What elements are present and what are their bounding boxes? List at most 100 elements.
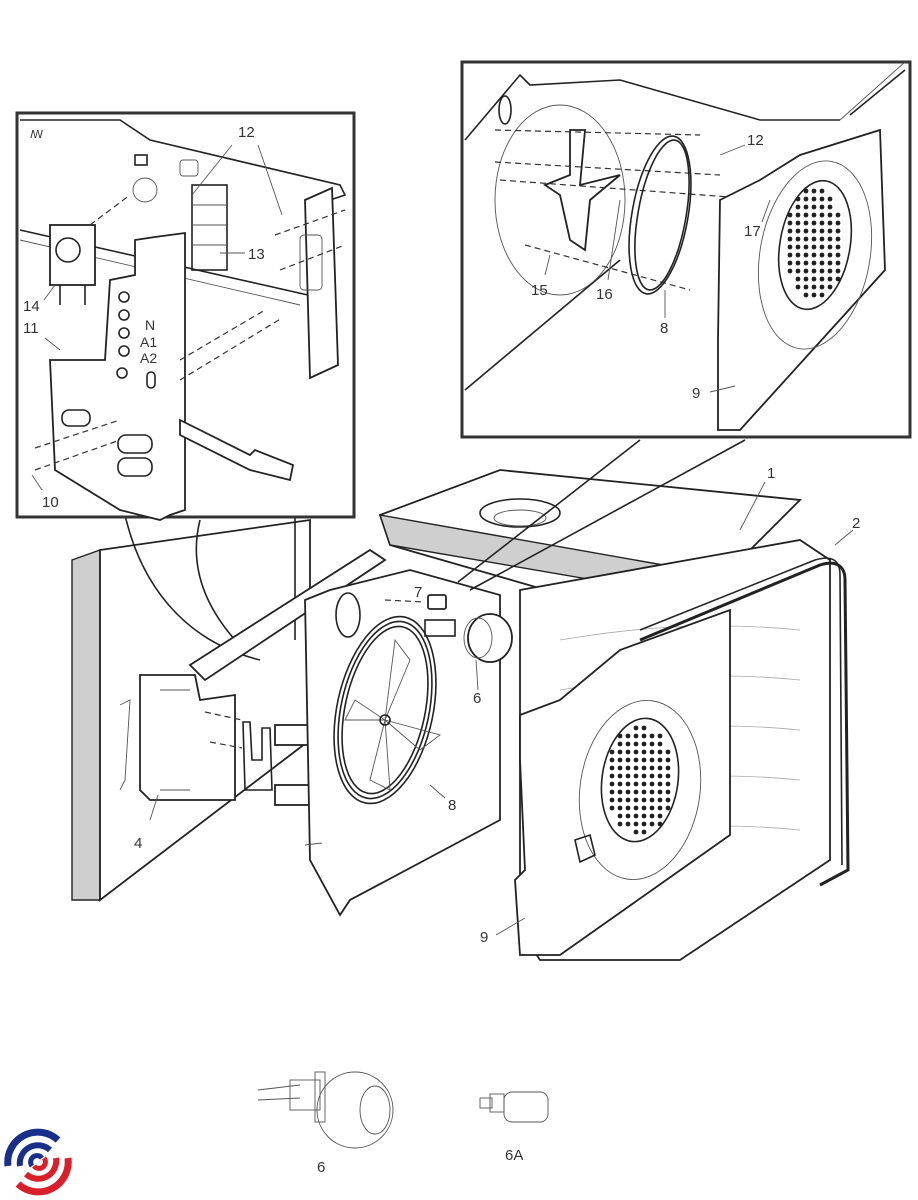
inset-right-label-12: 12 bbox=[747, 132, 764, 149]
grille-hole bbox=[617, 789, 623, 795]
grille-hole bbox=[641, 749, 647, 755]
grille-hole bbox=[787, 220, 793, 226]
grille-hole bbox=[633, 797, 639, 803]
grille-hole bbox=[811, 212, 817, 218]
grille-hole bbox=[795, 236, 801, 242]
grille-hole bbox=[641, 813, 647, 819]
grille-hole bbox=[625, 733, 631, 739]
grille-hole bbox=[649, 749, 655, 755]
inset-label-13: 13 bbox=[248, 246, 265, 263]
grille-hole bbox=[657, 749, 663, 755]
grille-hole bbox=[657, 765, 663, 771]
fan-blade bbox=[543, 129, 621, 252]
grille-hole bbox=[787, 244, 793, 250]
grille-hole bbox=[803, 236, 809, 242]
grille-hole bbox=[657, 781, 663, 787]
grille-hole bbox=[835, 212, 841, 218]
grille-hole bbox=[819, 220, 825, 226]
grille-hole bbox=[657, 773, 663, 779]
grille-hole bbox=[665, 781, 671, 787]
grille-hole bbox=[625, 797, 631, 803]
terminal-block bbox=[191, 184, 228, 271]
fan-grille-inset bbox=[787, 188, 841, 298]
grille-hole bbox=[819, 212, 825, 218]
brand-logo bbox=[4, 1128, 72, 1196]
grille-hole bbox=[633, 741, 639, 747]
grille-hole bbox=[827, 212, 833, 218]
grille-hole bbox=[657, 757, 663, 763]
grille-hole bbox=[617, 813, 623, 819]
grille-hole bbox=[795, 268, 801, 274]
grille-hole bbox=[641, 805, 647, 811]
grille-hole bbox=[641, 733, 647, 739]
grille-hole bbox=[649, 789, 655, 795]
spare-label-6a: 6A bbox=[505, 1147, 523, 1164]
label-9: 9 bbox=[480, 929, 488, 946]
grille-hole bbox=[835, 268, 841, 274]
grille-hole bbox=[819, 236, 825, 242]
label-7: 7 bbox=[414, 584, 422, 601]
grille-hole bbox=[827, 228, 833, 234]
heating-element-inset bbox=[628, 135, 692, 295]
grille-hole bbox=[811, 260, 817, 266]
grille-hole bbox=[819, 244, 825, 250]
inset-right-label-17: 17 bbox=[744, 223, 761, 240]
spare-part-lamp: 6 bbox=[257, 1071, 394, 1176]
grille-hole bbox=[633, 781, 639, 787]
grille-hole bbox=[649, 781, 655, 787]
grille-hole bbox=[657, 741, 663, 747]
grille-hole bbox=[617, 805, 623, 811]
side-bracket bbox=[139, 674, 236, 801]
grille-hole bbox=[609, 765, 615, 771]
grille-hole bbox=[803, 276, 809, 282]
grille-hole bbox=[819, 204, 825, 210]
grille-hole bbox=[649, 813, 655, 819]
grille-hole bbox=[665, 749, 671, 755]
grille-hole bbox=[803, 228, 809, 234]
inset-label-10: 10 bbox=[42, 494, 59, 511]
grille-hole bbox=[827, 244, 833, 250]
grille-hole bbox=[625, 773, 631, 779]
spare-label-6: 6 bbox=[317, 1159, 325, 1176]
inset-right-label-16: 16 bbox=[596, 286, 613, 303]
grille-hole bbox=[633, 725, 639, 731]
grille-hole bbox=[787, 268, 793, 274]
grille-hole bbox=[609, 789, 615, 795]
grille-hole bbox=[633, 757, 639, 763]
grille-hole bbox=[795, 196, 801, 202]
grille-hole bbox=[811, 236, 817, 242]
inset-right: 12 17 15 16 8 9 bbox=[460, 60, 912, 439]
grille-hole bbox=[649, 773, 655, 779]
grille-hole bbox=[617, 741, 623, 747]
grille-hole bbox=[641, 773, 647, 779]
grille-hole bbox=[835, 220, 841, 226]
grille-hole bbox=[641, 821, 647, 827]
grille-hole bbox=[819, 268, 825, 274]
grille-hole bbox=[803, 244, 809, 250]
grille-hole bbox=[819, 276, 825, 282]
grille-hole bbox=[811, 292, 817, 298]
grille-hole bbox=[803, 260, 809, 266]
svg-text:ꟿ: ꟿ bbox=[30, 129, 43, 141]
grille-hole bbox=[827, 204, 833, 210]
grille-hole bbox=[803, 204, 809, 210]
grille-hole bbox=[665, 797, 671, 803]
grille-hole bbox=[641, 829, 647, 835]
grille-hole bbox=[625, 805, 631, 811]
grille-hole bbox=[625, 821, 631, 827]
grille-hole bbox=[625, 789, 631, 795]
grille-hole bbox=[835, 276, 841, 282]
grille-hole bbox=[811, 188, 817, 194]
grille-hole bbox=[617, 781, 623, 787]
grille-hole bbox=[649, 805, 655, 811]
grille-hole bbox=[633, 829, 639, 835]
main-labels: 1 2 4 6 7 8 9 bbox=[134, 465, 860, 946]
grille-hole bbox=[803, 188, 809, 194]
grille-hole bbox=[665, 773, 671, 779]
grille-hole bbox=[811, 244, 817, 250]
grille-hole bbox=[819, 260, 825, 266]
grille-hole bbox=[803, 292, 809, 298]
grille-hole bbox=[811, 252, 817, 258]
grille-hole bbox=[609, 797, 615, 803]
